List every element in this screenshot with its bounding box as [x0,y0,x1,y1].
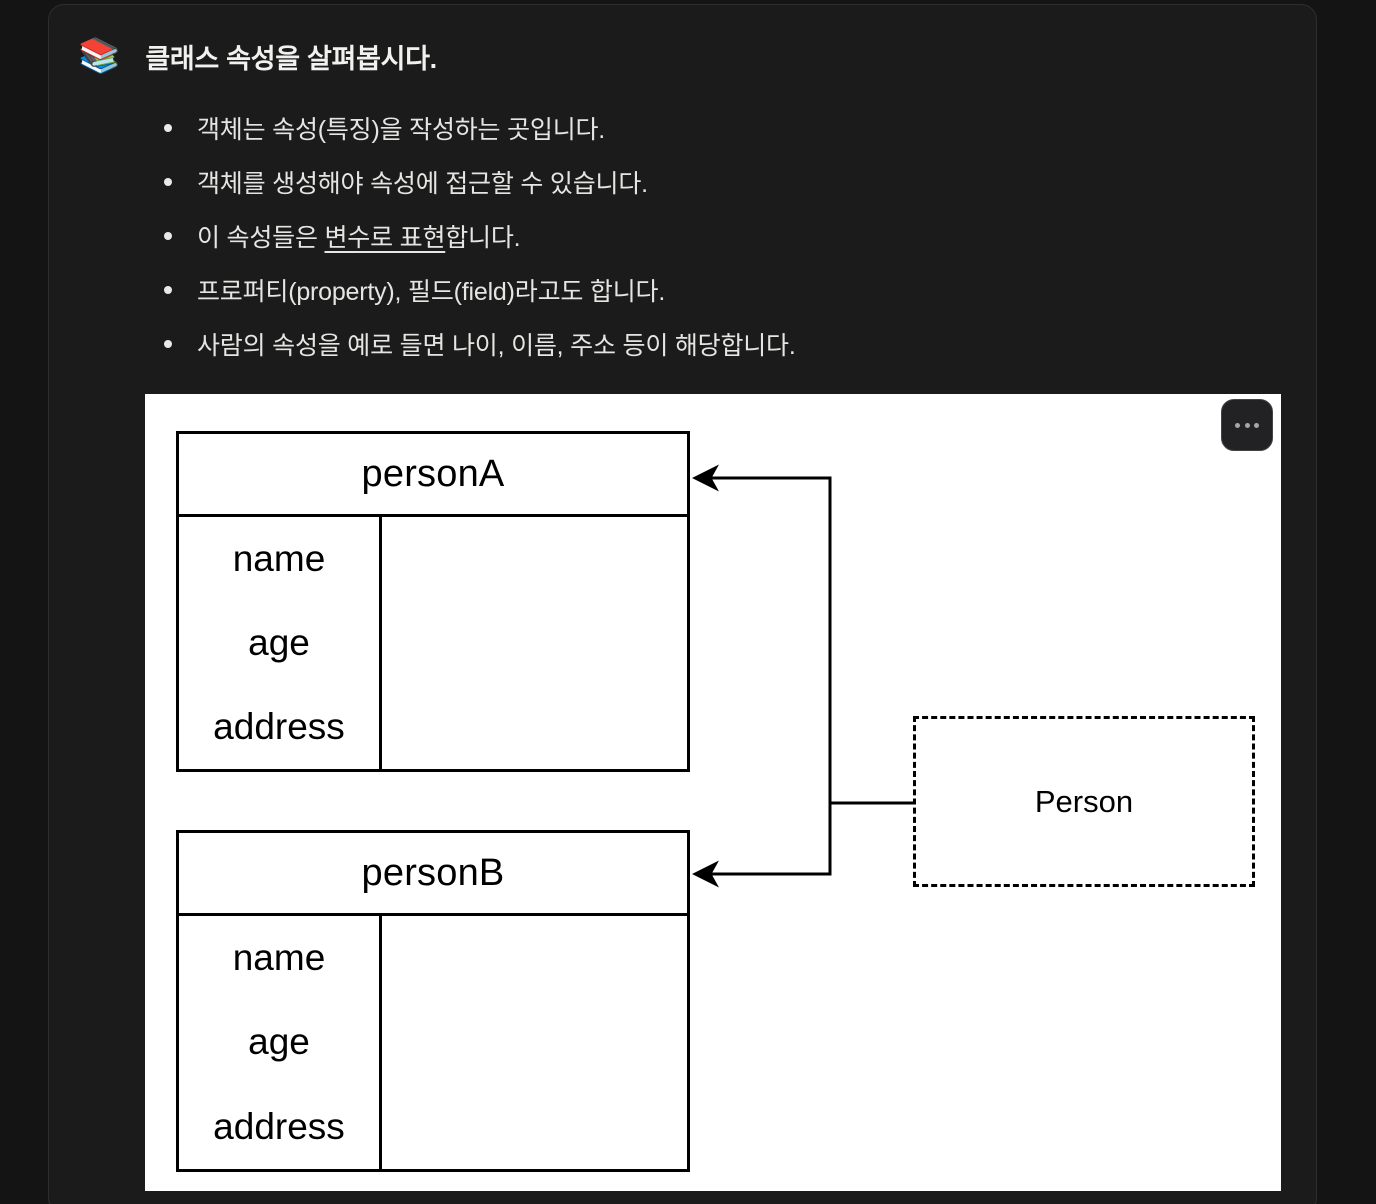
object-table-personB: personB name age address [176,830,690,1172]
ellipsis-icon [1235,422,1259,428]
diagram-canvas[interactable]: personA name age address personB name ag… [145,394,1281,1191]
value-column [382,916,687,1169]
bullet-item: 사람의 속성을 예로 들면 나이, 이름, 주소 등이 해당합니다. [164,317,1164,371]
heading-text: 클래스 속성을 살펴봅시다. [145,43,437,74]
bullet-item: 객체를 생성해야 속성에 접근할 수 있습니다. [164,155,1164,209]
field-column: name age address [179,916,382,1169]
field-label: name [232,538,326,579]
object-table-personA: personA name age address [176,431,690,772]
bullet-text: 이 속성들은 변수로 표현합니다. [197,224,521,252]
field-label: address [213,706,345,747]
bullet-text: 객체를 생성해야 속성에 접근할 수 있습니다. [197,170,648,198]
object-title: personA [179,434,687,517]
bullet-item: 객체는 속성(특징)을 작성하는 곳입니다. [164,101,1164,155]
bullet-text: 객체는 속성(특징)을 작성하는 곳입니다. [197,116,606,144]
bullet-dot [164,124,172,132]
diagram-menu-button[interactable] [1221,399,1273,451]
person-class-box: Person [913,716,1255,887]
bullet-item: 프로퍼티(property), 필드(field)라고도 합니다. [164,263,1164,317]
field-label: age [248,622,310,663]
class-box-label: Person [1034,783,1134,819]
bullet-text: 프로퍼티(property), 필드(field)라고도 합니다. [197,278,666,306]
field-column: name age address [179,517,382,769]
bullet-dot [164,178,172,186]
books-emoji-icon: 📚 [78,37,121,75]
bullet-text: 사람의 속성을 예로 들면 나이, 이름, 주소 등이 해당합니다. [197,332,796,360]
bullet-dot [164,286,172,294]
section-heading: 📚 클래스 속성을 살펴봅시다. [78,34,437,78]
field-label: name [232,937,326,979]
bullet-item: 이 속성들은 변수로 표현합니다. [164,209,1164,263]
bullet-dot [164,232,172,240]
field-label: age [248,1021,310,1063]
object-body: name age address [179,916,687,1169]
bullet-dot [164,340,172,348]
bullet-list: 객체는 속성(특징)을 작성하는 곳입니다. 객체를 생성해야 속성에 접근할 … [164,101,1164,371]
object-title: personB [179,833,687,916]
value-column [382,517,687,769]
field-label: address [213,1105,345,1147]
object-body: name age address [179,517,687,769]
